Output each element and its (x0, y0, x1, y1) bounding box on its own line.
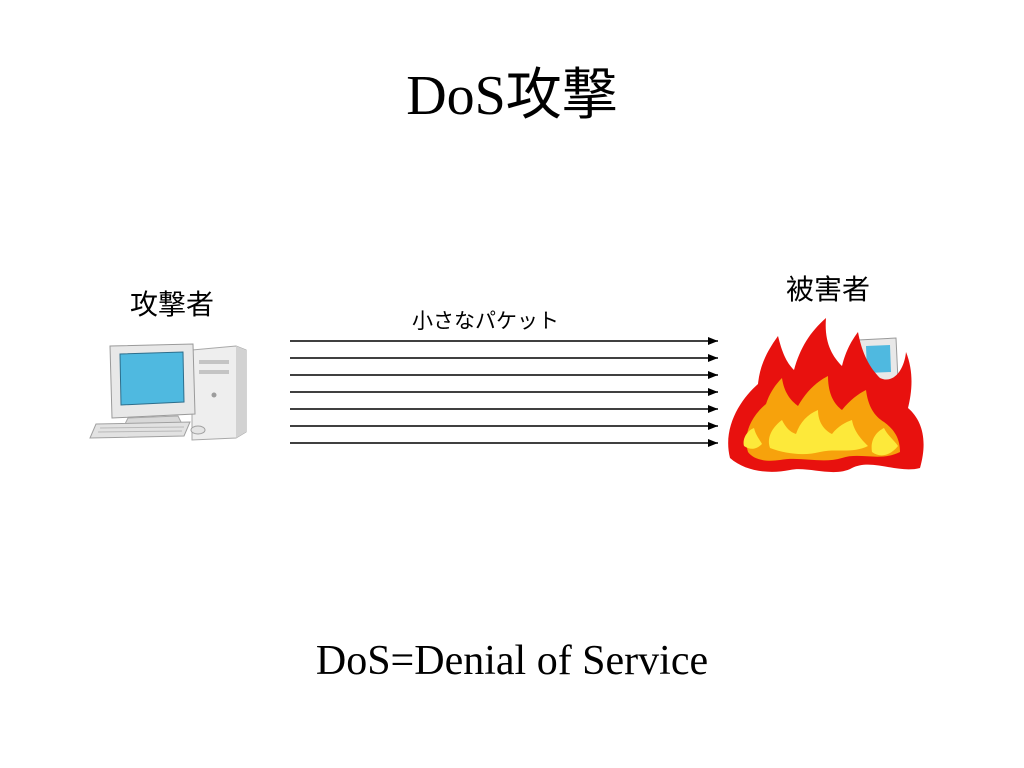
victim-label: 被害者 (786, 273, 871, 306)
burning-computer-icon (728, 318, 924, 473)
footer-definition: DoS=Denial of Service (315, 638, 709, 684)
slide-title: DoS攻撃 (406, 65, 618, 127)
attacker-label: 攻撃者 (130, 288, 215, 321)
packet-arrows (290, 337, 718, 447)
desktop-computer-icon (89, 343, 247, 441)
packet-label: 小さなパケット (412, 309, 559, 333)
